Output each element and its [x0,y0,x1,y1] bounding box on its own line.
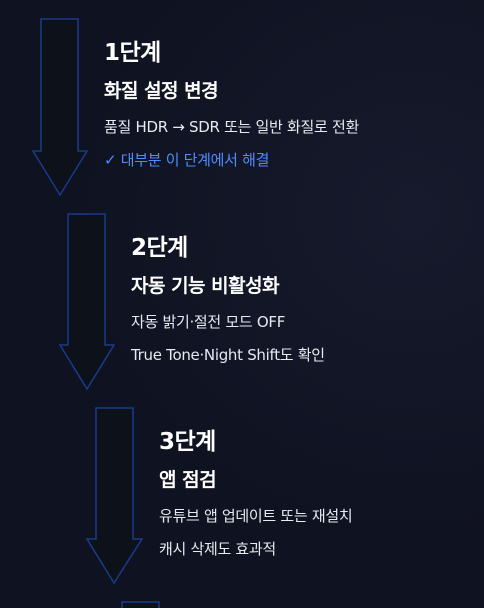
step-3-title: 3단계 [159,429,216,455]
step-1: 1단계 화질 설정 변경 품질 HDR → SDR 또는 일반 화질로 전환 ✓… [104,38,359,171]
step-2-description: 자동 밝기·절전 모드 OFF [131,313,286,331]
step-3-subtitle: 앱 점검 [159,469,217,491]
step-3-note: 캐시 삭제도 효과적 [159,540,276,558]
step-2: 2단계 자동 기능 비활성화 자동 밝기·절전 모드 OFF True Tone… [131,233,325,366]
step-3-arrow [85,407,144,585]
step-2-note: True Tone·Night Shift도 확인 [131,346,325,364]
step-1-arrow [31,18,89,197]
step-2-arrow [58,213,116,391]
step-3: 3단계 앱 점검 유튜브 앱 업데이트 또는 재설치 캐시 삭제도 효과적 [159,427,353,560]
step-1-title: 1단계 [104,40,161,66]
step-2-title: 2단계 [131,235,188,261]
step-3-description: 유튜브 앱 업데이트 또는 재설치 [159,507,353,525]
step-1-check-note: ✓ 대부분 이 단계에서 해결 [104,151,270,169]
step-4-arrow-partial [121,601,160,608]
step-2-subtitle: 자동 기능 비활성화 [131,275,280,297]
step-1-description: 품질 HDR → SDR 또는 일반 화질로 전환 [104,118,359,136]
step-1-subtitle: 화질 설정 변경 [104,80,219,102]
